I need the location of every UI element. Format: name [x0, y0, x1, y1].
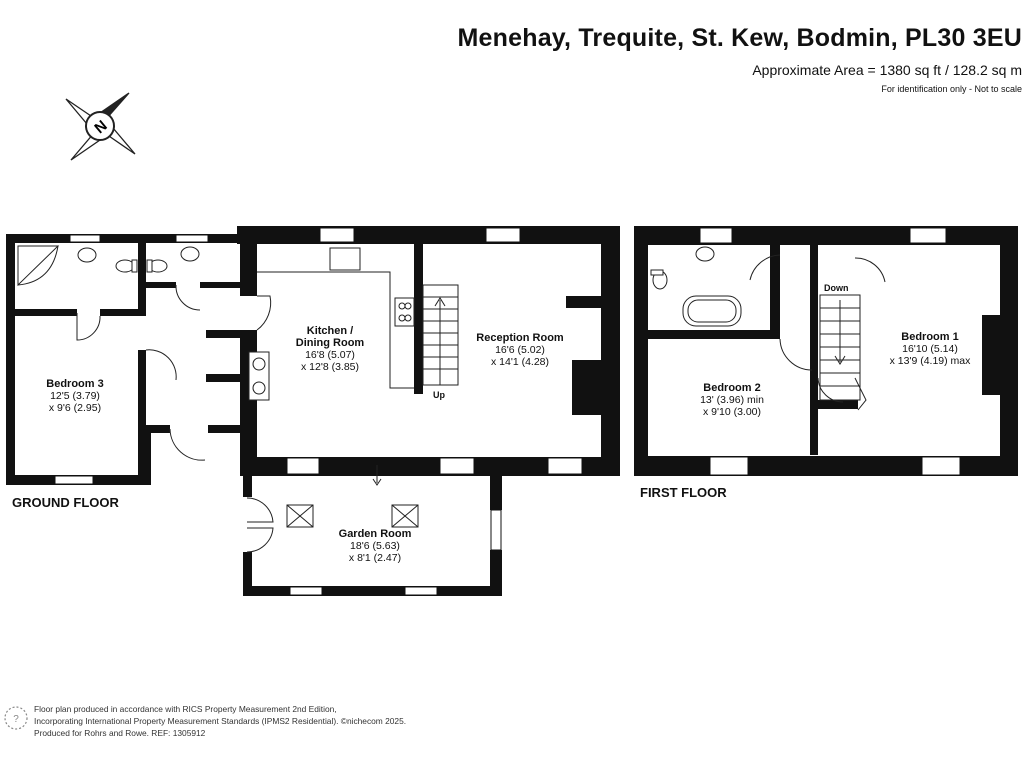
ground-floor-windows: [54, 227, 583, 596]
svg-text:?: ?: [13, 714, 19, 725]
property-address: Menehay, Trequite, St. Kew, Bodmin, PL30…: [457, 24, 1022, 52]
room-label-garden-room: Garden Room 18'6 (5.63) x 8'1 (2.47): [338, 528, 412, 564]
room-label-bedroom-2: Bedroom 2 13' (3.96) min x 9'10 (3.00): [700, 382, 764, 418]
room-label-reception-room: Reception Room 16'6 (5.02) x 14'1 (4.28): [476, 332, 564, 368]
rics-badge-icon: ?: [4, 706, 28, 730]
footer-line-3: Produced for Rohrs and Rowe. REF: 130591…: [34, 728, 206, 738]
first-floor-label: FIRST FLOOR: [640, 485, 727, 500]
approximate-area: Approximate Area = 1380 sq ft / 128.2 sq…: [752, 62, 1022, 78]
identification-note: For identification only - Not to scale: [881, 84, 1022, 94]
first-floor-windows: [699, 227, 961, 476]
footer-notes: Floor plan produced in accordance with R…: [34, 703, 406, 739]
footer-line-2: Incorporating International Property Mea…: [34, 716, 407, 726]
north-compass-icon: N: [65, 92, 136, 161]
room-label-bedroom-3: Bedroom 3 12'5 (3.79) x 9'6 (2.95): [46, 378, 104, 414]
ground-floor-label: GROUND FLOOR: [12, 495, 119, 510]
stairs-down-label: Down: [824, 283, 849, 293]
stairs-up-label: Up: [433, 390, 445, 400]
room-label-bedroom-1: Bedroom 1 16'10 (5.14) x 13'9 (4.19) max: [889, 331, 971, 367]
room-label-kitchen-dining: Kitchen / Dining Room 16'8 (5.07) x 12'8…: [295, 325, 365, 373]
first-floor-fixtures: [650, 246, 886, 411]
ground-floor-fixtures: [17, 245, 459, 553]
footer-line-1: Floor plan produced in accordance with R…: [34, 704, 337, 714]
